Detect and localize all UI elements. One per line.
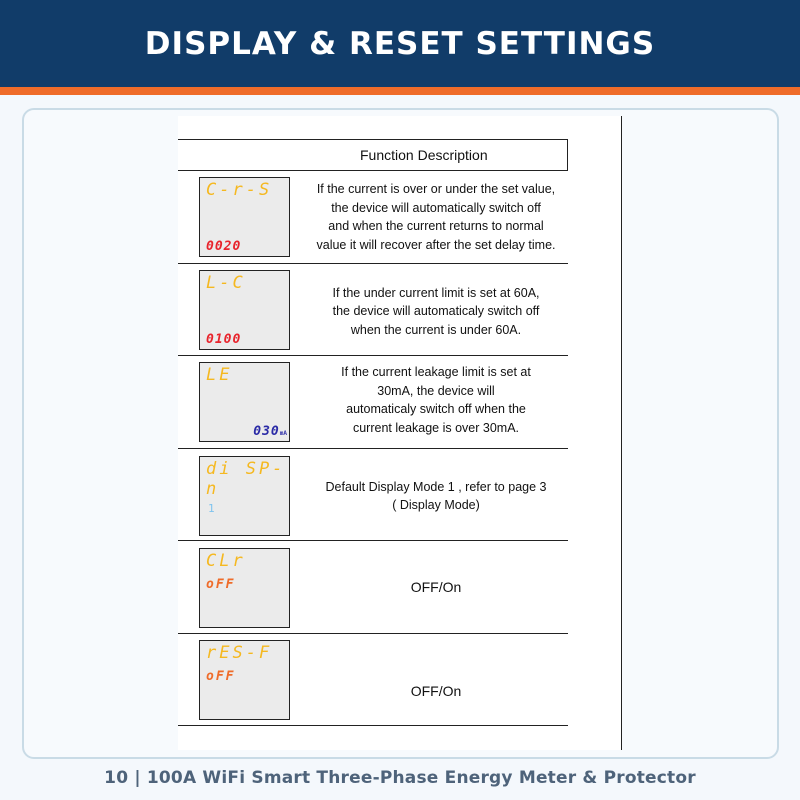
lcd-top-text: rES-F (206, 642, 273, 663)
lcd-mid-text: oFF (206, 668, 236, 684)
function-table: Function Description C-r-S 0020 If the c… (178, 139, 568, 726)
table-header: Function Description (178, 139, 568, 171)
lcd-bottom-value: 030mA (253, 424, 287, 439)
row-description: OFF/On (410, 682, 462, 699)
lcd-display: di SP-n 1 (199, 455, 290, 536)
lcd-display: C-r-S 0020 (199, 177, 290, 257)
table-header-label: Function Description (360, 147, 488, 163)
table-row: CLr oFF OFF/On (178, 541, 568, 634)
lcd-value: 030 (253, 424, 280, 439)
table-row: di SP-n 1 Default Display Mode 1 , refer… (178, 449, 568, 541)
lcd-display: CLr oFF (199, 548, 290, 628)
lcd-top-text: di SP-n (206, 458, 286, 499)
lcd-unit: mA (279, 430, 287, 437)
lcd-display: LE 030mA (199, 362, 290, 442)
table-row: C-r-S 0020 If the current is over or und… (178, 171, 568, 264)
table-row: L-C 0100 If the under current limit is s… (178, 264, 568, 356)
row-description: If the current is over or under the set … (316, 182, 556, 252)
accent-stripe (0, 87, 800, 95)
page-footer: 10 | 100A WiFi Smart Three-Phase Energy … (104, 768, 696, 788)
lcd-top-text: LE (206, 365, 233, 385)
lcd-bottom-value: 0020 (206, 239, 242, 254)
row-description: OFF/On (410, 579, 462, 595)
lcd-mid-text: oFF (206, 577, 236, 592)
lcd-top-text: C-r-S (206, 180, 273, 200)
lcd-display: L-C 0100 (199, 269, 290, 350)
manual-page-image: Function Description C-r-S 0020 If the c… (178, 116, 622, 750)
table-row: LE 030mA If the current leakage limit is… (178, 356, 568, 449)
page-title: DISPLAY & RESET SETTINGS (144, 25, 656, 62)
lcd-top-text: L-C (206, 272, 246, 293)
lcd-display: rES-F oFF (199, 639, 290, 720)
page-header: DISPLAY & RESET SETTINGS (0, 0, 800, 87)
lcd-bottom-value: 0100 (206, 331, 242, 347)
row-description: If the current leakage limit is set at 3… (341, 365, 531, 435)
lcd-bottom-value: 1 (208, 501, 215, 515)
row-description: Default Display Mode 1 , refer to page 3… (325, 479, 547, 513)
row-description: If the under current limit is set at 60A… (332, 285, 540, 337)
table-row: rES-F oFF OFF/On (178, 634, 568, 726)
lcd-top-text: CLr (206, 551, 246, 571)
